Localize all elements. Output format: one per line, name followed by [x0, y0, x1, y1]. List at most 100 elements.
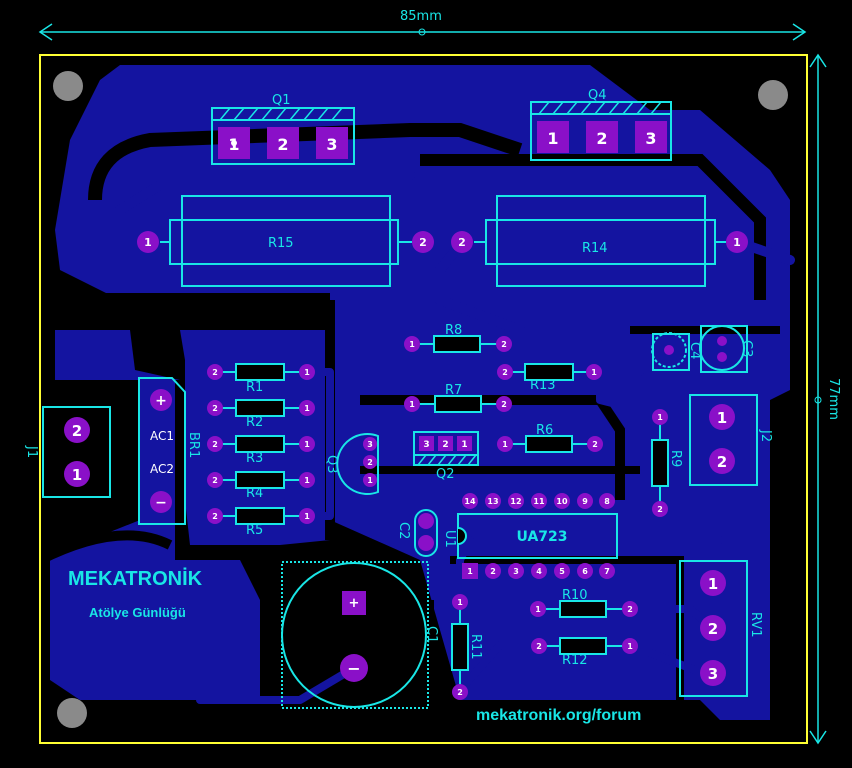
r1-ref: R1: [246, 380, 263, 395]
j1-pin: 1: [72, 466, 82, 484]
r9-pin: 1: [657, 413, 663, 422]
r6-resistor: R6 1 2: [497, 423, 603, 453]
r11-resistor: R11 1 2: [451, 594, 483, 700]
br1-bridge: BR1 + AC1 AC2 −: [138, 377, 201, 525]
r4-resistor: R4 2 1: [207, 471, 315, 501]
r5-pin: 1: [304, 512, 310, 521]
r13-resistor: R13 2 1: [497, 363, 602, 393]
r3-ref: R3: [246, 451, 263, 466]
j2-pin: 2: [717, 453, 727, 471]
brand-title: MEKATRONİK: [68, 567, 203, 590]
u1-ref: U1: [442, 530, 457, 548]
r9-ref: R9: [668, 450, 683, 467]
r12-ref: R12: [562, 653, 588, 668]
c3-capacitor: C3: [699, 325, 754, 373]
br1-pin: AC1: [150, 429, 174, 443]
rv1-ref: RV1: [748, 612, 763, 638]
q4-pin: 1: [547, 129, 558, 148]
q2-ref: Q2: [436, 467, 455, 482]
r15-ref: R15: [268, 236, 294, 251]
r2-resistor: R2 2 1: [207, 399, 315, 430]
r15-power-resistor: R15 1 2: [137, 195, 434, 287]
r4-pin: 1: [304, 476, 310, 485]
c4-capacitor: C4: [651, 332, 702, 371]
br1-ref: BR1: [186, 432, 201, 458]
r9-pin: 2: [657, 505, 663, 514]
u1-pin: 1: [467, 567, 473, 576]
c1-capacitor: C1 + −: [281, 561, 439, 709]
q4-pin: 3: [645, 129, 656, 148]
r13-pin: 1: [591, 368, 597, 377]
mounting-hole: [53, 71, 83, 101]
r14-ref: R14: [582, 241, 608, 256]
r8-pin: 1: [409, 340, 415, 349]
j1-pin: 2: [72, 422, 82, 440]
u1-pin: 13: [487, 497, 498, 506]
mounting-hole: [57, 698, 87, 728]
rv1-pin: 3: [708, 665, 718, 683]
r14-pin: 2: [458, 236, 466, 249]
c1-pin: +: [349, 596, 360, 611]
q4-ref: Q4: [588, 88, 607, 103]
q2-pin: 1: [461, 440, 467, 450]
u1-pin: 5: [559, 567, 565, 576]
u1-pin: 14: [464, 497, 476, 506]
r2-pin: 2: [212, 404, 218, 413]
j2-pin: 1: [717, 409, 727, 427]
r13-pin: 2: [502, 368, 508, 377]
u1-pin: 3: [513, 567, 519, 576]
c3-ref: C3: [739, 340, 754, 357]
c2-ref: C2: [396, 522, 411, 539]
j2-connector: J2 1 2: [689, 394, 773, 486]
r12-resistor: R12 2 1: [531, 637, 638, 668]
q1-pin: 3: [326, 135, 337, 154]
rv1-pin: 2: [708, 620, 718, 638]
br1-pin: AC2: [150, 462, 174, 476]
u1-pin: 2: [490, 567, 496, 576]
u1-top-pins: 14 13 12 11 10 9 8: [462, 493, 615, 509]
q2-transistor: Q2 3 2 1: [413, 431, 479, 482]
r11-pin: 1: [457, 598, 463, 607]
website-link: mekatronik.org/forum: [476, 707, 641, 724]
q3-transistor: Q3 3 2 1: [324, 433, 379, 495]
r10-ref: R10: [562, 588, 588, 603]
r4-pin: 2: [212, 476, 218, 485]
r5-pin: 2: [212, 512, 218, 521]
r10-resistor: R10 1 2: [530, 588, 638, 618]
q1-transistor: Q1 1 2 3: [211, 93, 355, 165]
r8-resistor: R8 1 2: [404, 323, 512, 353]
r2-pin: 1: [304, 404, 310, 413]
q3-pin: 3: [367, 440, 373, 449]
height-label: 77mm: [826, 378, 841, 420]
q3-pin: 1: [367, 476, 373, 485]
u1-bottom-pins: 1 2 3 4 5 6 7: [462, 563, 615, 579]
q1-pin: 1: [228, 135, 239, 154]
r10-pin: 2: [627, 605, 633, 614]
brand-subtitle: Atölye Günlüğü: [89, 605, 186, 620]
r13-ref: R13: [530, 378, 556, 393]
width-label: 85mm: [400, 9, 442, 24]
r10-pin: 1: [535, 605, 541, 614]
r1-pin: 2: [212, 368, 218, 377]
r5-resistor: R5 2 1: [207, 507, 315, 538]
r15-pin: 1: [144, 236, 152, 249]
r3-resistor: R3 2 1: [207, 435, 315, 466]
u1-pin: 4: [536, 567, 542, 576]
u1-part: UA723: [517, 529, 568, 545]
r14-power-resistor: R14 2 1: [451, 195, 748, 287]
q4-pin: 2: [596, 129, 607, 148]
j1-ref: J1: [24, 445, 39, 458]
q1-ref: Q1: [272, 93, 291, 108]
r14-pin: 1: [733, 236, 741, 249]
u1-pin: 7: [604, 567, 610, 576]
r6-pin: 1: [502, 440, 508, 449]
u1-ic: U1 UA723: [442, 513, 618, 559]
r1-resistor: R1 2 1: [207, 363, 315, 395]
r7-resistor: R7 1 2: [404, 383, 512, 413]
u1-pin: 8: [604, 497, 610, 506]
r8-pin: 2: [501, 340, 507, 349]
c2-capacitor: C2: [396, 509, 438, 557]
r9-resistor: R9 1 2: [651, 409, 683, 517]
u1-pin: 12: [510, 497, 521, 506]
